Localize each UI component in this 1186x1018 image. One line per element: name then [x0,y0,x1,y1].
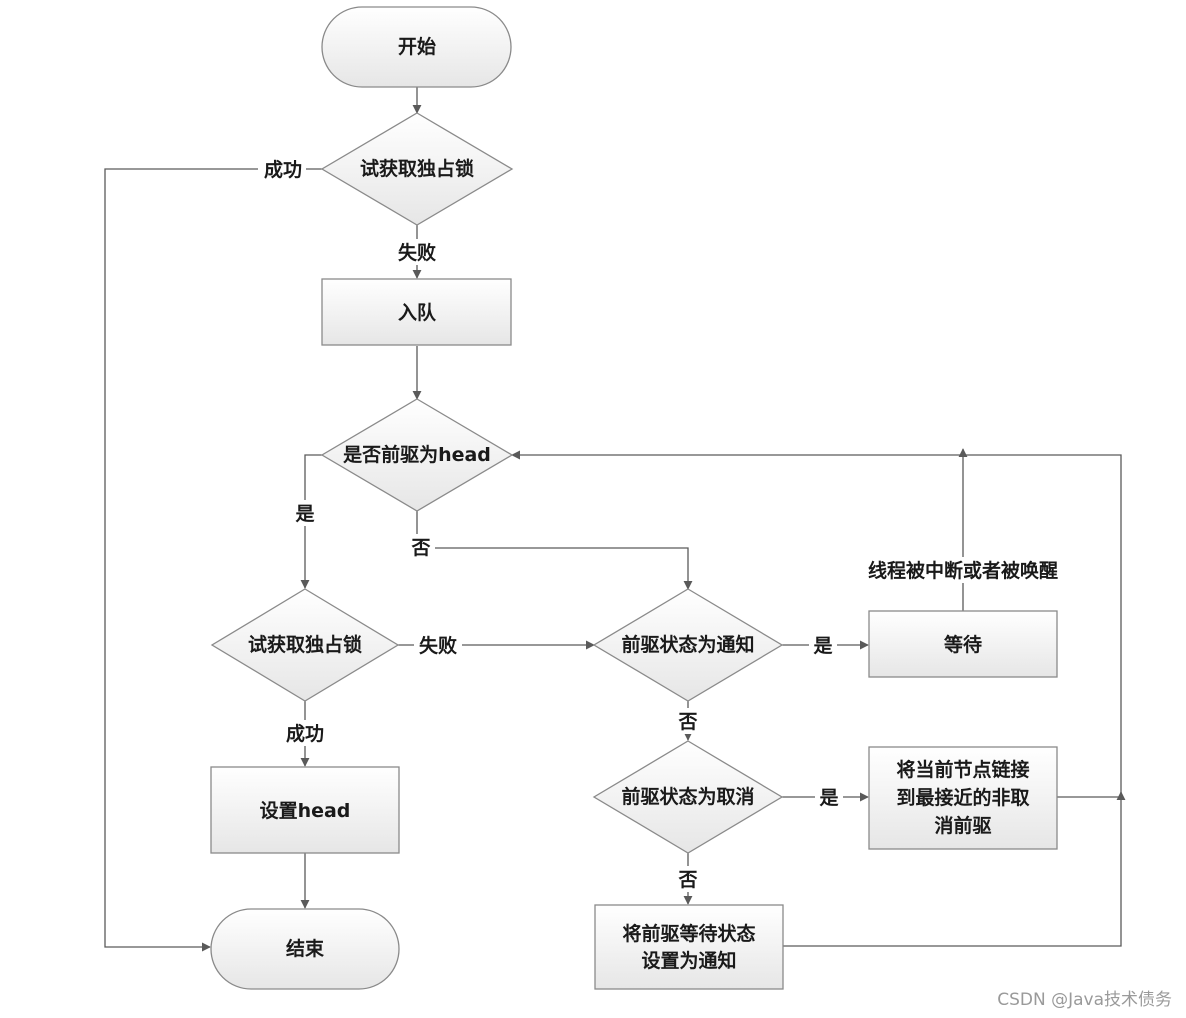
edge-label-yes-1: 是 [295,503,314,525]
node-link-pred-line-1: 将当前节点链接 [896,758,1029,781]
edge-label-yes-3: 是 [819,787,838,809]
node-try-lock-2: 试获取独占锁 [210,588,400,702]
node-set-pred-signal-line-2: 设置为通知 [641,949,736,972]
node-is-pred-head: 是否前驱为head [320,398,514,512]
edge-ishead-yes-to-try2 [300,454,322,589]
node-link-pred-line-2: 到最接近的非取 [896,786,1029,809]
node-set-head-label: 设置head [260,800,351,822]
node-set-pred-signal: 将前驱等待状态 设置为通知 [594,904,784,990]
node-pred-cancelled: 前驱状态为取消 [592,740,784,854]
edge-ishead-no-to-predsignal [416,511,693,590]
edge-label-no-3: 否 [677,869,697,891]
node-link-pred-line-3: 消前驱 [934,814,991,837]
edge-label-success-2: 成功 [286,722,324,745]
edge-label-no-2: 否 [677,711,697,733]
node-set-head: 设置head [210,766,400,854]
node-pred-signal: 前驱状态为通知 [592,588,784,702]
edge-label-interrupted: 线程被中断或者被唤醒 [868,559,1058,582]
node-try-lock-2-label: 试获取独占锁 [248,633,362,656]
node-enqueue: 入队 [321,278,512,346]
node-try-lock-1-label: 试获取独占锁 [360,157,474,180]
edge-loop-back-to-ishead [511,450,1122,797]
node-enqueue-label: 入队 [398,301,437,324]
watermark: CSDN @Java技术债务 [997,990,1172,1010]
node-is-pred-head-label: 是否前驱为head [343,443,491,466]
edge-label-fail-1: 失败 [398,241,436,264]
node-end: 结束 [210,908,400,990]
node-wait: 等待 [868,610,1058,678]
edge-label-yes-2: 是 [813,635,832,657]
node-wait-label: 等待 [943,633,982,656]
node-start: 开始 [321,6,512,88]
edge-label-no-1: 否 [410,537,430,559]
node-set-pred-signal-line-1: 将前驱等待状态 [622,922,755,945]
node-try-lock-1: 试获取独占锁 [320,112,514,226]
edge-label-fail-2: 失败 [419,634,457,657]
node-end-label: 结束 [286,937,325,960]
edge-try1-success-to-end [104,168,322,952]
node-pred-cancelled-label: 前驱状态为取消 [621,785,754,808]
node-pred-signal-label: 前驱状态为通知 [621,633,754,656]
edge-setsignal-to-loop [783,791,1126,947]
node-start-label: 开始 [398,35,436,58]
edge-label-success-1: 成功 [264,158,302,181]
node-link-pred: 将当前节点链接 到最接近的非取 消前驱 [868,746,1058,850]
